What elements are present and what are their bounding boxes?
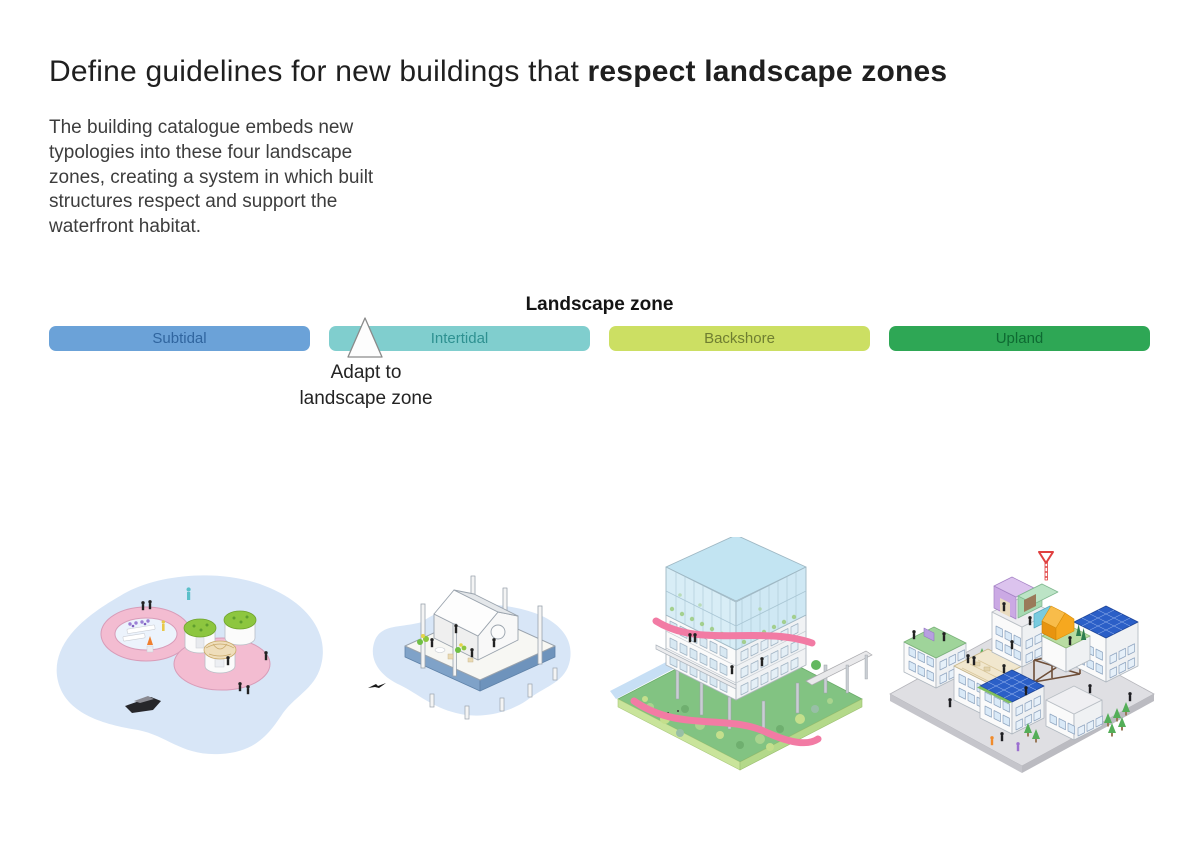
building-front-solar [977, 669, 1045, 735]
diagram-heading: Landscape zone [525, 294, 674, 315]
deck-plants-and-people [417, 624, 496, 663]
zone-label: Intertidal [430, 330, 489, 347]
zone-bar-upland: Upland [889, 326, 1150, 351]
building-stack-colorful [991, 551, 1059, 668]
round-platforms [173, 610, 271, 695]
zone-label: Backshore [704, 330, 775, 347]
zone-bar-row: Subtidal Intertidal Backshore Upland [49, 326, 1150, 351]
antenna [1038, 551, 1054, 581]
glass-top [665, 537, 807, 651]
title-bold: respect landscape zones [587, 55, 948, 88]
zone-bar-backshore: Backshore [609, 326, 870, 351]
building-right-front [1045, 685, 1103, 741]
zone-bar-subtidal: Subtidal [49, 326, 310, 351]
illustration-intertidal [368, 575, 571, 720]
water-piles [429, 667, 558, 720]
floating-ring-walkway [100, 587, 192, 662]
building-mid-orange-hut [1041, 605, 1091, 673]
zone-label: Upland [995, 330, 1044, 347]
side-walkway [805, 650, 873, 694]
pink-ramp-upper [652, 617, 816, 647]
illustration-upland [889, 551, 1155, 773]
illustration-subtidal [56, 575, 323, 755]
page-title: Define guidelines for new buildings that… [49, 55, 947, 89]
marker-caption-line1: Adapt to [330, 362, 402, 383]
stilts [675, 662, 828, 732]
zone-marker-triangle-icon [347, 317, 383, 358]
zone-label: Subtidal [152, 330, 207, 347]
orange-hut [1041, 605, 1075, 641]
building-left-green-roof [903, 626, 967, 689]
bird-icon [368, 683, 386, 688]
green-roof-box [1017, 583, 1059, 619]
title-regular: Define guidelines for new buildings that [49, 55, 588, 88]
illustration-backshore [610, 537, 873, 771]
green-roof-cylinder [223, 610, 257, 646]
walk-ledge [655, 644, 737, 690]
pink-ramp-lower [630, 697, 822, 747]
marker-caption-line2: landscape zone [299, 388, 433, 409]
intro-paragraph: The building catalogue embeds new typolo… [49, 117, 374, 238]
boat-icon [125, 696, 161, 713]
dome-cylinder [203, 640, 237, 674]
marker-caption: Adapt to landscape zone [266, 360, 466, 412]
